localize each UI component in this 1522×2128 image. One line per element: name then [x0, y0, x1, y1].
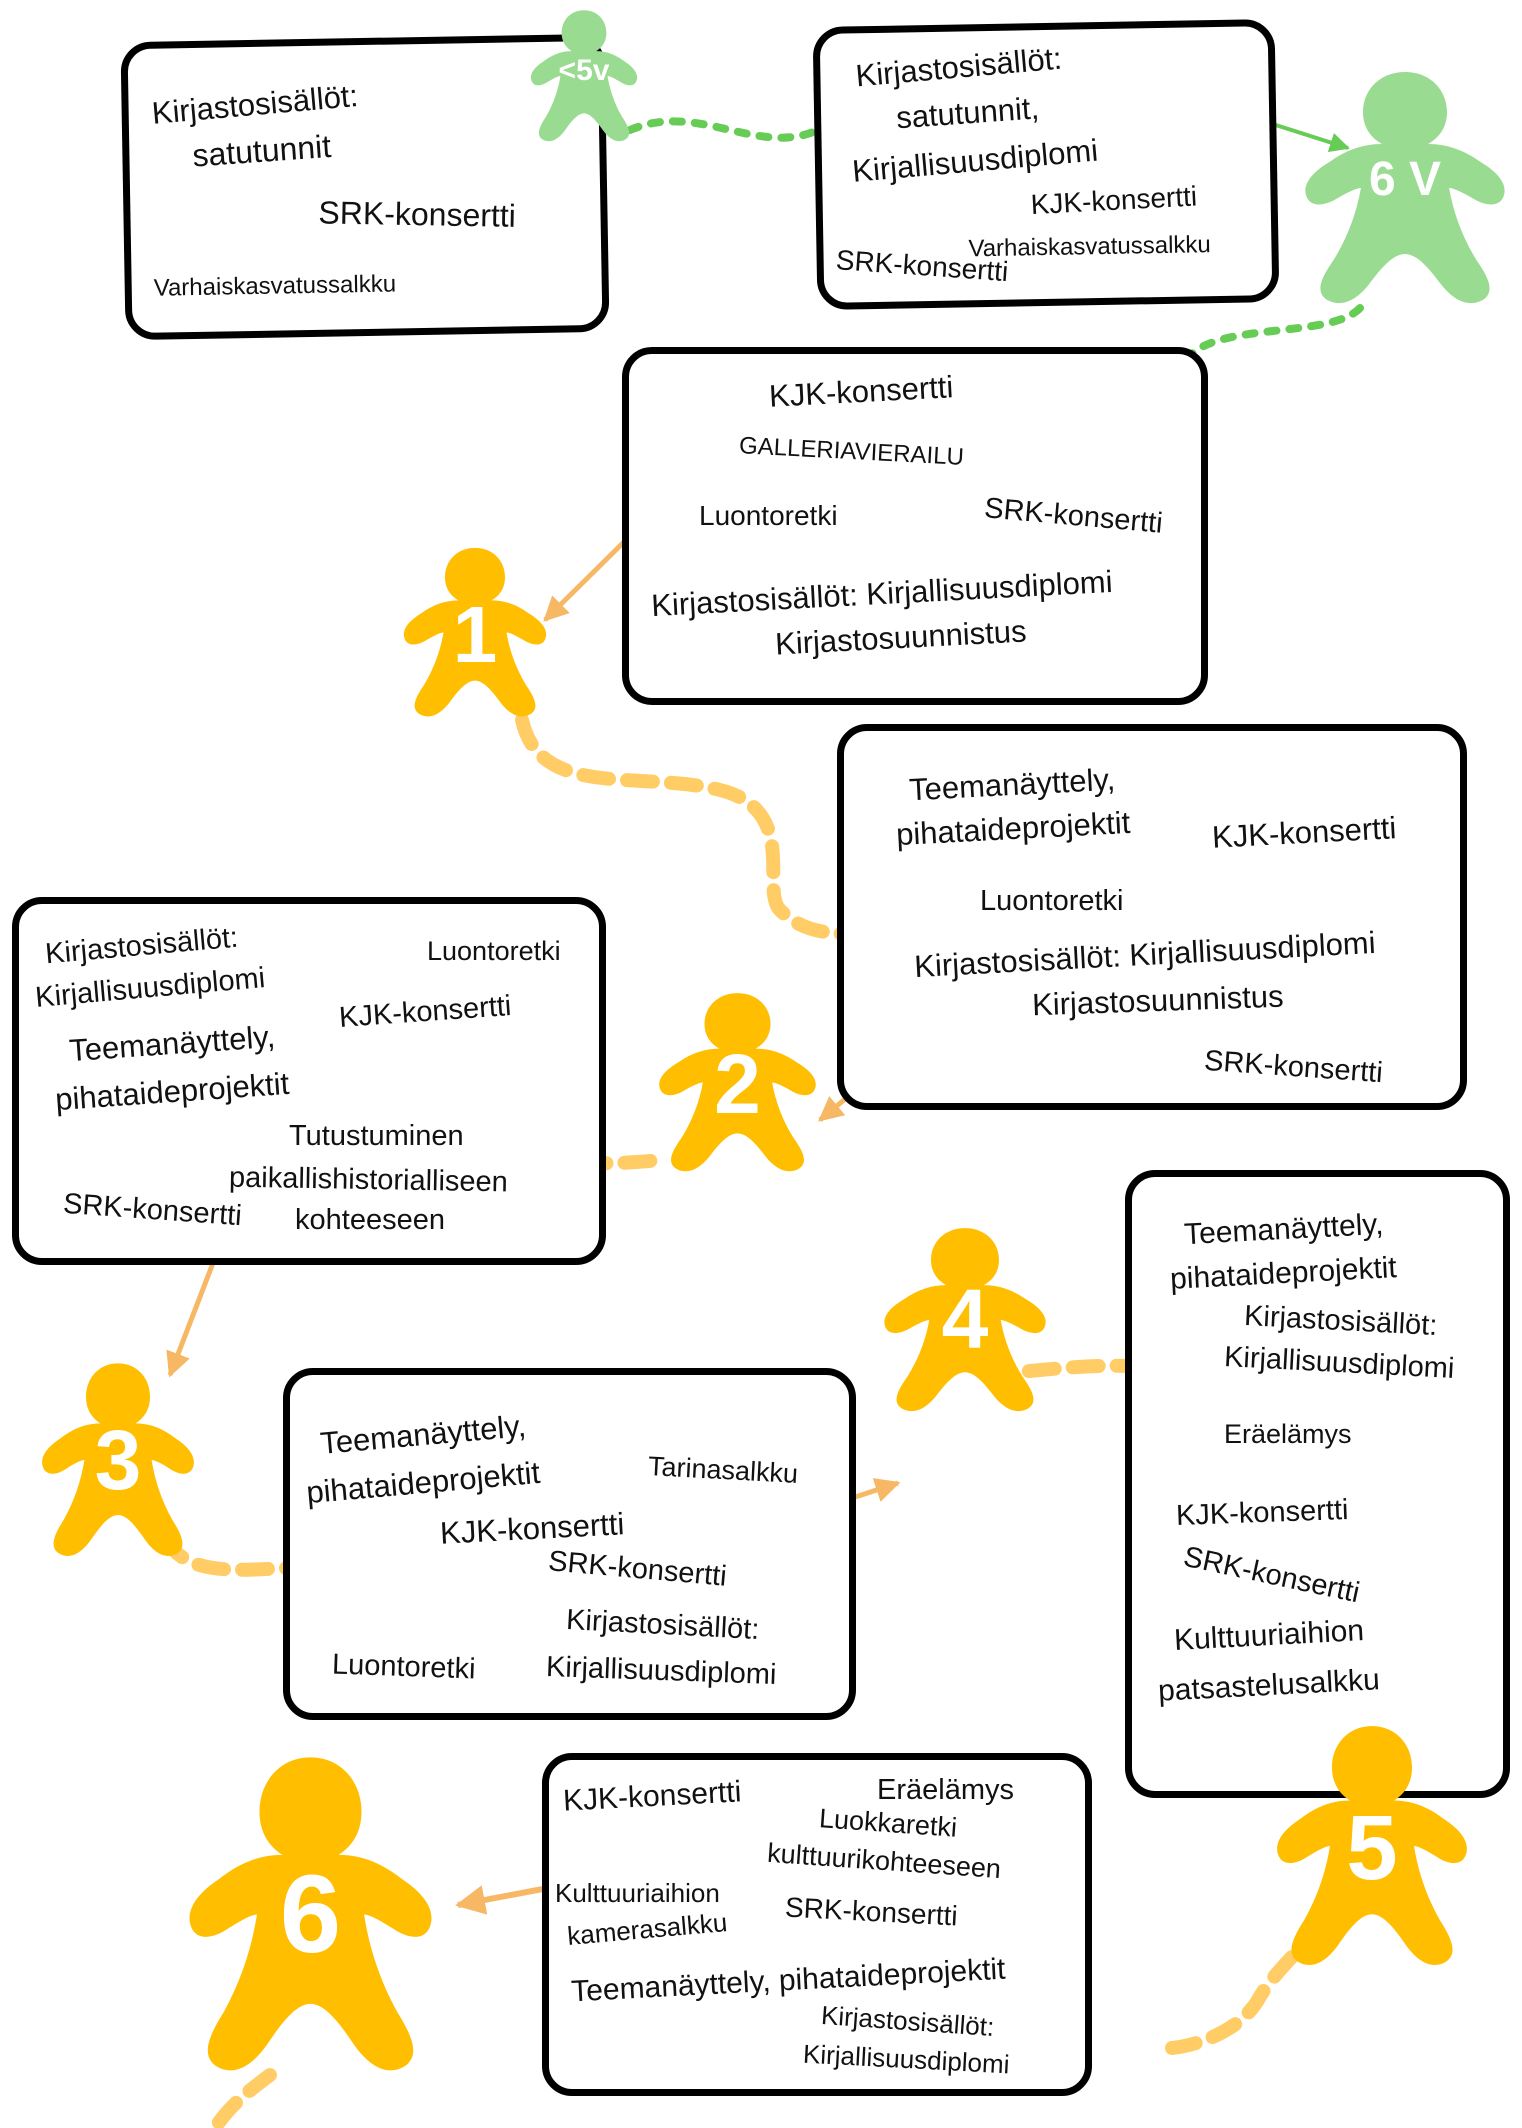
- activity-item: Kirjallisuusdiplomi: [802, 2038, 1011, 2080]
- activity-item: Eräelämys: [1224, 1419, 1352, 1449]
- activity-item: GALLERIAVIERAILU: [738, 432, 965, 471]
- activity-item: KJK-konsertti: [338, 990, 513, 1034]
- figure-label: <5v: [558, 54, 610, 87]
- activity-item: pihataideprojektit: [54, 1065, 291, 1118]
- orange-arrow-3: [166, 1262, 216, 1378]
- activity-item: paikallishistorialliseen: [228, 1161, 509, 1199]
- person-icon-grade1: 1: [400, 545, 550, 720]
- activity-box-grade5: Teemanäyttely, pihataideprojektit Kirjas…: [1125, 1170, 1510, 1798]
- person-icon-grade3: 3: [38, 1360, 198, 1560]
- activity-item: KJK-konsertti: [562, 1775, 743, 1818]
- activity-item: Luontoretki: [427, 936, 561, 966]
- activity-item: Teemanäyttely,: [1183, 1207, 1385, 1252]
- activity-item: Varhaiskasvatussalkku: [153, 270, 397, 302]
- activity-item: pihataideprojektit: [304, 1454, 542, 1511]
- activity-item: Teemanäyttely,: [68, 1018, 277, 1069]
- figure-label: 1: [452, 590, 498, 679]
- activity-item: kohteeseen: [295, 1204, 445, 1236]
- activity-item: Kirjastosisällöt:: [1243, 1299, 1439, 1343]
- activity-item: Kirjastosisällöt:: [43, 921, 240, 971]
- activity-item: Teemanäyttely, pihataideprojektit: [570, 1952, 1007, 2009]
- activity-item: Kulttuuriaihion: [555, 1878, 720, 1908]
- activity-item: Kirjallisuusdiplomi: [34, 962, 267, 1014]
- activity-item: Kirjastosisällöt:: [565, 1603, 761, 1647]
- orange-dashed-path-6: [208, 2068, 277, 2128]
- activity-item: SRK-konsertti: [1203, 1044, 1384, 1090]
- activity-item: pihataideprojektit: [895, 804, 1132, 853]
- activity-item: Kirjastosuunnistus: [1031, 978, 1285, 1023]
- activity-item: Kirjallisuusdiplomi: [545, 1650, 777, 1692]
- person-icon-grade2: 2: [655, 990, 820, 1175]
- activity-item: KJK-konsertti: [768, 369, 955, 414]
- activity-item: Tutustuminen: [289, 1120, 464, 1152]
- activity-item: KJK-konsertti: [439, 1506, 626, 1551]
- activity-box-grade1: KJK-konsertti GALLERIAVIERAILU Luontoret…: [622, 347, 1208, 705]
- person-icon-grade6: 6: [183, 1752, 438, 2077]
- person-icon-under5: <5v: [528, 8, 640, 144]
- activity-item: Luontoretki: [699, 500, 838, 531]
- figure-label: 5: [1346, 1797, 1398, 1899]
- activity-item: satutunnit: [191, 128, 333, 174]
- activity-item: Luontoretki: [980, 885, 1124, 917]
- activity-item: pihataideprojektit: [1169, 1251, 1398, 1296]
- activity-box-grade6: KJK-konsertti Eräelämys Luokkaretki kult…: [542, 1753, 1092, 2096]
- figure-label: 6: [279, 1853, 342, 1976]
- activity-item: SRK-konsertti: [784, 1891, 959, 1932]
- figure-label: 3: [94, 1413, 142, 1507]
- green-dotted-path-1: [626, 117, 826, 142]
- activity-item: Kirjastosisällöt:: [854, 40, 1064, 94]
- activity-item: KJK-konsertti: [1175, 1494, 1349, 1532]
- activity-item: Kirjastosisällöt:: [820, 1999, 996, 2043]
- activity-item: SRK-konsertti: [982, 492, 1164, 540]
- activity-item: Eräelämys: [877, 1774, 1014, 1806]
- person-icon-grade4: 4: [880, 1225, 1050, 1415]
- activity-item: KJK-konsertti: [1211, 810, 1398, 855]
- figure-label: 4: [941, 1272, 989, 1366]
- figure-label: 6 V: [1368, 153, 1442, 206]
- activity-item: Teemanäyttely,: [908, 761, 1116, 808]
- activity-item: Kirjastosisällöt: Kirjallisuusdiplomi: [650, 563, 1114, 624]
- activity-item: Luokkaretki: [818, 1803, 958, 1843]
- activity-item: satutunnit,: [895, 90, 1041, 136]
- activity-item: kulttuurikohteeseen: [766, 1837, 1002, 1885]
- activity-item: patsastelusalkku: [1157, 1663, 1381, 1708]
- green-dotted-path-2: [1181, 304, 1364, 366]
- activity-item: Kirjallisuusdiplomi: [1223, 1340, 1456, 1386]
- activity-item: kamerasalkku: [565, 1907, 729, 1951]
- activity-item: Kirjastosisällöt:: [150, 77, 360, 131]
- orange-dashed-path-1: [515, 713, 912, 959]
- activity-item: Kirjastosuunnistus: [774, 613, 1028, 662]
- activity-item: Kulttuuriaihion: [1173, 1614, 1365, 1657]
- activity-item: SRK-konsertti: [62, 1187, 243, 1233]
- figure-label: 2: [714, 1037, 761, 1131]
- orange-arrow-1: [543, 531, 635, 622]
- activity-item: SRK-konsertti: [1180, 1540, 1363, 1610]
- activity-item: KJK-konsertti: [1029, 180, 1198, 221]
- activity-box-grade3: Kirjastosisällöt: Kirjallisuusdiplomi Lu…: [12, 897, 606, 1265]
- activity-item: SRK-konsertti: [318, 194, 517, 234]
- activity-item: Tarinasalkku: [647, 1451, 799, 1489]
- activity-box-preschool: Kirjastosisällöt: satutunnit, Kirjallisu…: [812, 18, 1280, 311]
- activity-item: Kirjastosisällöt: Kirjallisuusdiplomi: [913, 924, 1377, 985]
- activity-item: Teemanäyttely,: [318, 1408, 528, 1461]
- activity-item: SRK-konsertti: [546, 1545, 728, 1593]
- activity-item: Luontoretki: [331, 1648, 477, 1686]
- activity-box-grade2: Teemanäyttely, pihataideprojektit KJK-ko…: [837, 724, 1467, 1110]
- activity-box-grade4: Teemanäyttely, pihataideprojektit Tarina…: [283, 1368, 856, 1720]
- person-icon-age6-green: 6 V: [1300, 68, 1510, 308]
- activity-item: Kirjallisuusdiplomi: [850, 132, 1100, 189]
- person-icon-grade5: 5: [1272, 1722, 1472, 1970]
